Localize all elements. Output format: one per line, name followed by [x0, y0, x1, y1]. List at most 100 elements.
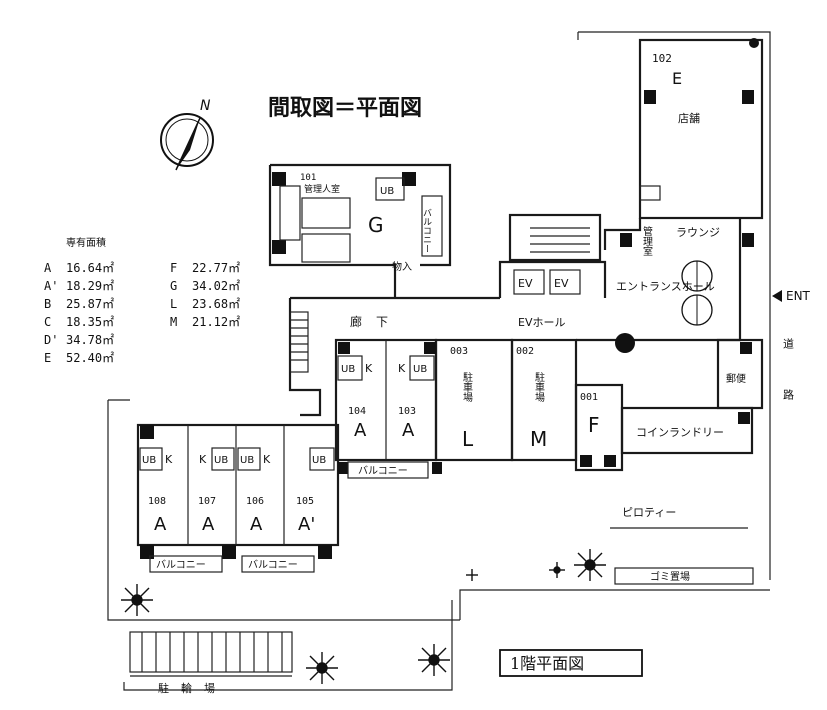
area-value: 21.12㎡: [192, 315, 240, 329]
unit-type: A: [402, 420, 415, 441]
unit-type: A': [298, 514, 315, 535]
floor-label: 1階平面図: [510, 654, 584, 673]
entrance-arrow-icon: [772, 290, 782, 302]
trash-area: [614, 567, 754, 585]
area-value: 22.77㎡: [192, 261, 240, 275]
closet: [279, 185, 301, 241]
area-type: D': [44, 333, 58, 347]
floor-label-box: [499, 649, 643, 677]
area-value: 16.64㎡: [66, 261, 114, 275]
bicycle-parking-label: 駐輪場: [158, 681, 227, 695]
bath-label: UB: [341, 364, 355, 375]
unit-number: 104: [348, 406, 366, 417]
area-type: A': [44, 279, 58, 293]
plan-title: 間取図＝平面図: [268, 95, 422, 121]
area-type: L: [170, 297, 177, 311]
area-type: F: [170, 261, 177, 275]
corridor-label: 廊下: [350, 314, 402, 329]
street-label: 道路: [782, 337, 795, 440]
unit-use: 駐車場: [533, 371, 545, 403]
unit-type: A: [354, 420, 367, 441]
elevator-label: EV: [518, 277, 533, 290]
unit-number: 107: [198, 496, 216, 507]
unit-number: 106: [246, 496, 264, 507]
kitchen-label: K: [165, 453, 173, 466]
unit-type: F: [588, 413, 600, 437]
store-fixture: [639, 185, 661, 201]
unit-use: 管理人室: [304, 183, 340, 195]
balcony-label: バルコニー: [358, 465, 408, 477]
bath-room: [375, 177, 405, 201]
area-value: 34.78㎡: [66, 333, 114, 347]
area-value: 34.02㎡: [192, 279, 240, 293]
area-table-heading: 専有面積: [66, 236, 106, 249]
unit-number: 103: [398, 406, 416, 417]
ev-hall-label: EVホール: [518, 316, 565, 329]
mail-label: 郵便: [726, 372, 746, 385]
unit-number: 101: [300, 173, 316, 183]
kanri-label: 管理室: [641, 225, 653, 256]
laundry-label: コインランドリー: [636, 426, 724, 439]
entrance-label: ENT: [786, 289, 811, 303]
bath-label: UB: [413, 364, 427, 375]
area-value: 18.35㎡: [66, 315, 114, 329]
site-boundary: [107, 31, 771, 621]
area-type: A: [44, 261, 52, 275]
stair-icon: [530, 227, 590, 253]
bath-label: UB: [312, 455, 326, 466]
area-value: 25.87㎡: [66, 297, 114, 311]
tatami-room: [301, 197, 351, 229]
storage-label: 物入: [392, 260, 412, 273]
unit-number: 108: [148, 496, 166, 507]
area-value: 52.40㎡: [66, 351, 114, 365]
unit-use: 駐車場: [461, 371, 473, 403]
unit-number: 001: [580, 392, 598, 403]
unit-type: A: [202, 514, 215, 535]
kitchen-label: K: [398, 362, 406, 375]
kitchen-label: K: [365, 362, 373, 375]
structural-columns: [140, 38, 759, 559]
tree-icon: [121, 549, 606, 684]
area-value: 18.29㎡: [66, 279, 114, 293]
tatami-room: [301, 233, 351, 263]
unit-number: 003: [450, 346, 468, 357]
kitchen-label: K: [199, 453, 207, 466]
unit-use: 店舗: [678, 111, 700, 125]
stair-icon: [289, 311, 309, 373]
unit-type: A: [154, 514, 167, 535]
unit-type: G: [368, 213, 384, 237]
balcony-label: バルコニー: [248, 559, 298, 571]
balcony: [421, 195, 443, 257]
balcony: [241, 555, 315, 573]
balcony: [149, 555, 223, 573]
door-icon: [681, 260, 713, 326]
unit-type: E: [672, 69, 682, 88]
trash-label: ゴミ置場: [650, 570, 690, 583]
unit-number: 105: [296, 496, 314, 507]
unit-number: 002: [516, 346, 534, 357]
west-wing: [187, 425, 285, 545]
elevator-label: EV: [554, 277, 569, 290]
kitchen-label: K: [263, 453, 271, 466]
unit-type: A: [250, 514, 263, 535]
unit-type: L: [462, 427, 474, 451]
piloti-label: ピロティー: [622, 506, 676, 519]
area-type: C: [44, 315, 51, 329]
area-type: B: [44, 297, 51, 311]
area-table: 専有面積 A 16.64㎡ A' 18.29㎡ B 25.87㎡ C 18.35…: [44, 236, 240, 365]
bicycle-parking: [129, 631, 293, 677]
area-type: G: [170, 279, 177, 293]
area-type: M: [170, 315, 177, 329]
unit-number: 102: [652, 52, 672, 65]
balcony: [347, 461, 429, 479]
unit-type: M: [530, 427, 547, 451]
balcony-label: バルコニー: [421, 208, 432, 253]
bath-label: UB: [214, 455, 228, 466]
bath-label: UB: [142, 455, 156, 466]
bath-label: UB: [380, 186, 394, 197]
north-arrow-icon: [160, 113, 214, 171]
bath-label: UB: [240, 455, 254, 466]
area-value: 23.68㎡: [192, 297, 240, 311]
lounge-label: ラウンジ: [676, 226, 720, 239]
